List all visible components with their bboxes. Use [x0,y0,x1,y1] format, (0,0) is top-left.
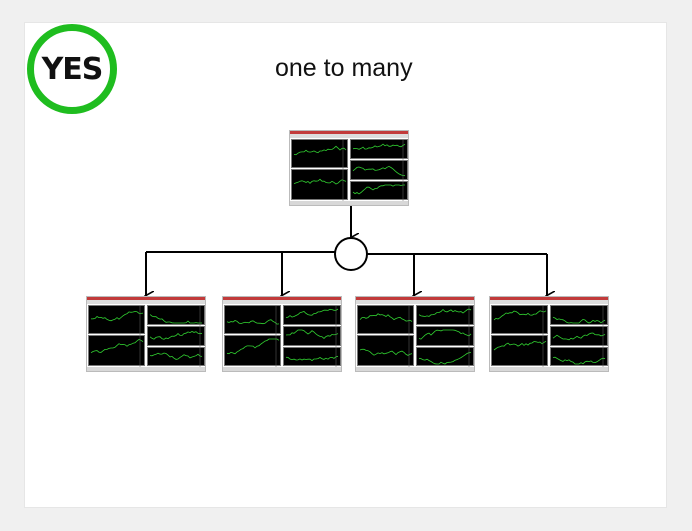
hub-circle [334,237,368,271]
chart-pane [550,326,608,347]
target-terminal-screenshot-1 [86,296,206,372]
chart-pane [291,169,348,201]
diagram-title: one to many [275,54,413,82]
chart-pane [224,335,281,367]
chart-pane [550,347,608,367]
chart-pane [88,305,145,335]
chart-pane [416,326,474,347]
chart-pane [350,139,408,160]
chart-pane [550,305,608,326]
chart-pane [283,347,341,367]
chart-pane [416,305,474,326]
chart-pane [88,335,145,367]
chart-pane [147,326,205,347]
yes-badge-icon: YES [27,24,117,114]
chart-pane [283,326,341,347]
target-terminal-screenshot-4 [489,296,609,372]
chart-pane [357,305,414,335]
chart-pane [491,335,548,367]
source-terminal-screenshot [289,130,409,206]
chart-pane [283,305,341,326]
chart-pane [350,181,408,201]
target-terminal-screenshot-3 [355,296,475,372]
chart-pane [147,305,205,326]
yes-badge-label: YES [41,51,104,87]
chart-pane [350,160,408,181]
chart-pane [491,305,548,335]
chart-pane [147,347,205,367]
chart-pane [291,139,348,169]
chart-pane [357,335,414,367]
target-terminal-screenshot-2 [222,296,342,372]
chart-pane [224,305,281,335]
chart-pane [416,347,474,367]
